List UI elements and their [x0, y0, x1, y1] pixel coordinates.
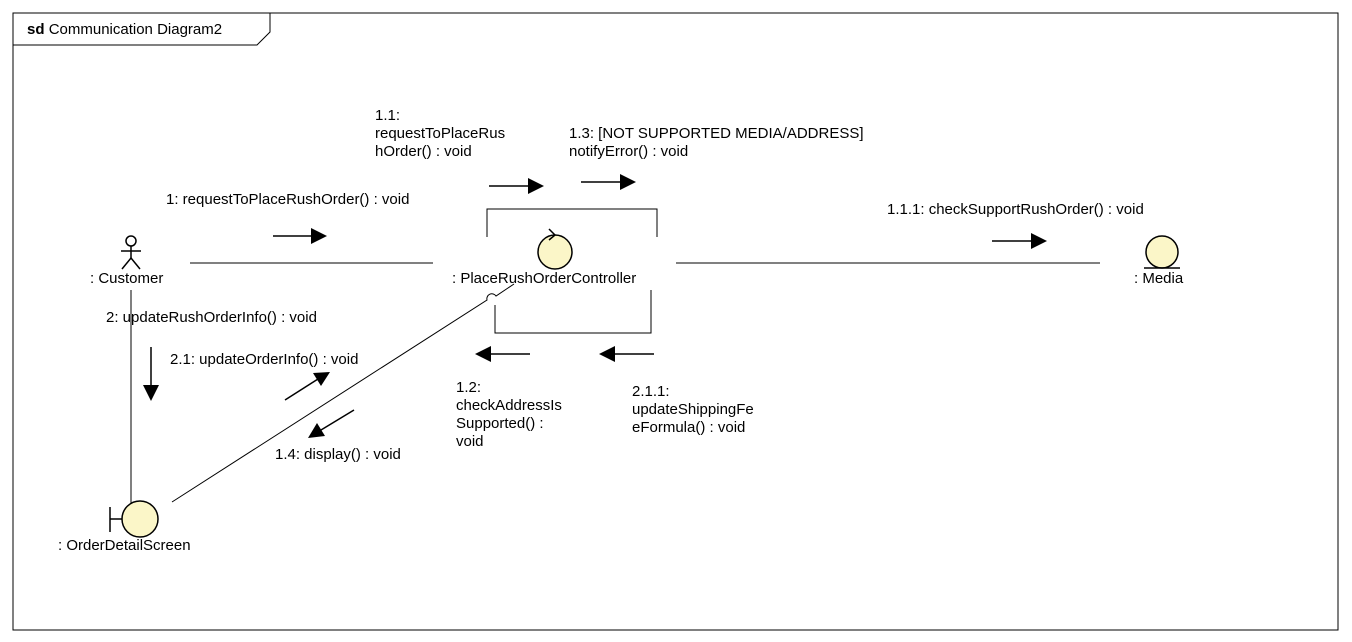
arrow-m1-1 — [489, 178, 544, 194]
message-1-2: 1.2: checkAddressIs Supported() : void — [456, 379, 562, 450]
message-2: 2: updateRushOrderInfo() : void — [106, 309, 317, 326]
arrow-m1 — [273, 228, 327, 244]
message-1-1: 1.1: requestToPlaceRus hOrder() : void — [375, 107, 506, 160]
arrow-m1-4 — [308, 409, 355, 438]
message-2-1-1: 2.1.1: updateShippingFe eFormula() : voi… — [632, 383, 754, 436]
self-link-top — [486, 208, 658, 237]
controller-label: : PlaceRushOrderController — [452, 270, 637, 287]
frame-keyword: sd — [27, 21, 45, 38]
arrow-m2 — [143, 347, 159, 401]
message-2-1: 2.1: updateOrderInfo() : void — [170, 351, 359, 368]
boundary-icon — [109, 500, 159, 538]
actor-icon — [121, 235, 141, 270]
message-1: 1: requestToPlaceRushOrder() : void — [166, 191, 410, 208]
frame-tag-box — [13, 12, 271, 46]
diagram-frame — [12, 12, 1339, 631]
customer-label: : Customer — [90, 270, 164, 287]
arrow-m1-2 — [475, 346, 530, 362]
control-icon — [537, 228, 573, 270]
arrow-m1-3 — [581, 174, 636, 190]
screen-label: : OrderDetailScreen — [58, 537, 191, 554]
link-screen-controller — [171, 283, 515, 503]
frame-title: sd Communication Diagram2 — [27, 21, 222, 38]
entity-icon — [1144, 235, 1180, 269]
frame-name: Communication Diagram2 — [48, 21, 223, 38]
media-label: : Media — [1134, 270, 1184, 287]
message-1-4: 1.4: display() : void — [275, 446, 401, 463]
arrow-m1-1-1 — [992, 233, 1047, 249]
message-1-1-1: 1.1.1: checkSupportRushOrder() : void — [887, 201, 1144, 218]
arrow-m2-1-1 — [599, 346, 654, 362]
message-1-3: 1.3: [NOT SUPPORTED MEDIA/ADDRESS] notif… — [569, 125, 864, 160]
self-link-bottom — [494, 290, 652, 334]
arrow-m2-1 — [284, 372, 330, 401]
